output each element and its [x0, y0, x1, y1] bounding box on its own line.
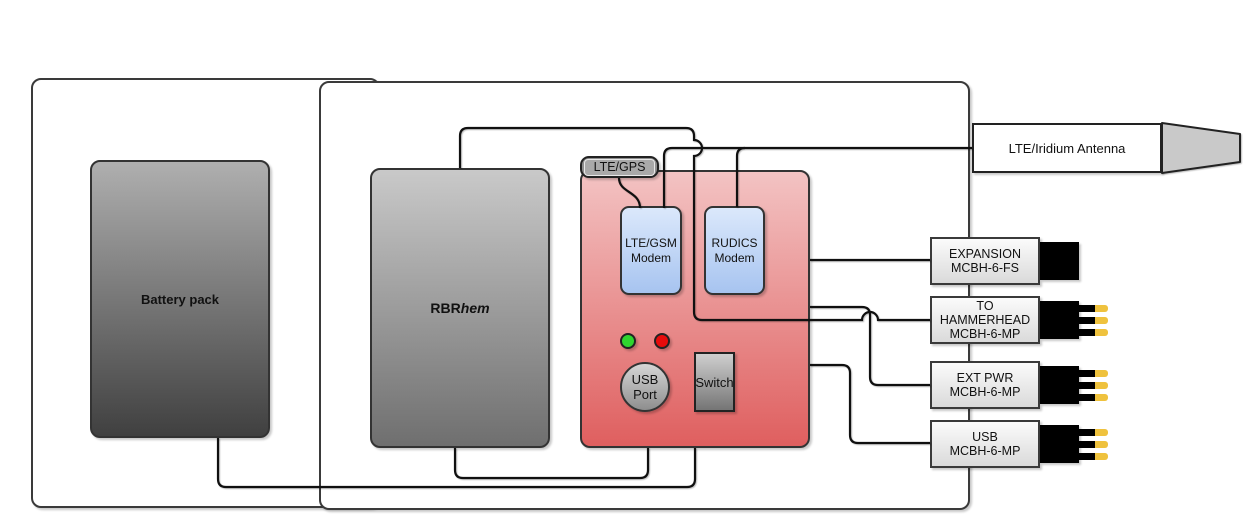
- connector-pin: [1079, 441, 1108, 448]
- connector-usb: USB MCBH-6-MP: [930, 420, 1040, 468]
- connector-pin: [1079, 394, 1108, 401]
- connector-pin: [1079, 317, 1108, 324]
- lte-gps-antenna: LTE/GPS: [580, 156, 659, 178]
- connector-pin: [1079, 329, 1108, 336]
- rudics-modem: RUDICS Modem: [704, 206, 765, 295]
- connector-pin: [1079, 370, 1108, 377]
- red-led: [654, 333, 670, 349]
- rbrhem-label: RBRhem: [430, 300, 490, 316]
- antenna-cone: [1161, 122, 1241, 174]
- usb-port: USB Port: [620, 362, 670, 412]
- battery-pack: Battery pack: [90, 160, 270, 438]
- connector-ext-pwr: EXT PWR MCBH-6-MP: [930, 361, 1040, 409]
- hammerhead-plug: [1040, 301, 1079, 339]
- connector-pin: [1079, 429, 1108, 436]
- connector-pin: [1079, 305, 1108, 312]
- power-switch: Switch: [694, 352, 735, 412]
- connector-to-hammerhead: TO HAMMERHEAD MCBH-6-MP: [930, 296, 1040, 344]
- battery-pack-label: Battery pack: [140, 291, 220, 307]
- usb-plug: [1040, 425, 1079, 463]
- lte-gsm-modem: LTE/GSM Modem: [620, 206, 682, 295]
- ext-pwr-plug: [1040, 366, 1079, 404]
- expansion-plug: [1040, 242, 1079, 280]
- green-led: [620, 333, 636, 349]
- rbrhem-logger: RBRhem: [370, 168, 550, 448]
- connector-pin: [1079, 382, 1108, 389]
- lte-iridium-antenna: LTE/Iridium Antenna: [972, 123, 1162, 173]
- lte-gps-antenna-label: LTE/GPS: [584, 158, 655, 176]
- connector-pin: [1079, 453, 1108, 460]
- connector-expansion: EXPANSION MCBH-6-FS: [930, 237, 1040, 285]
